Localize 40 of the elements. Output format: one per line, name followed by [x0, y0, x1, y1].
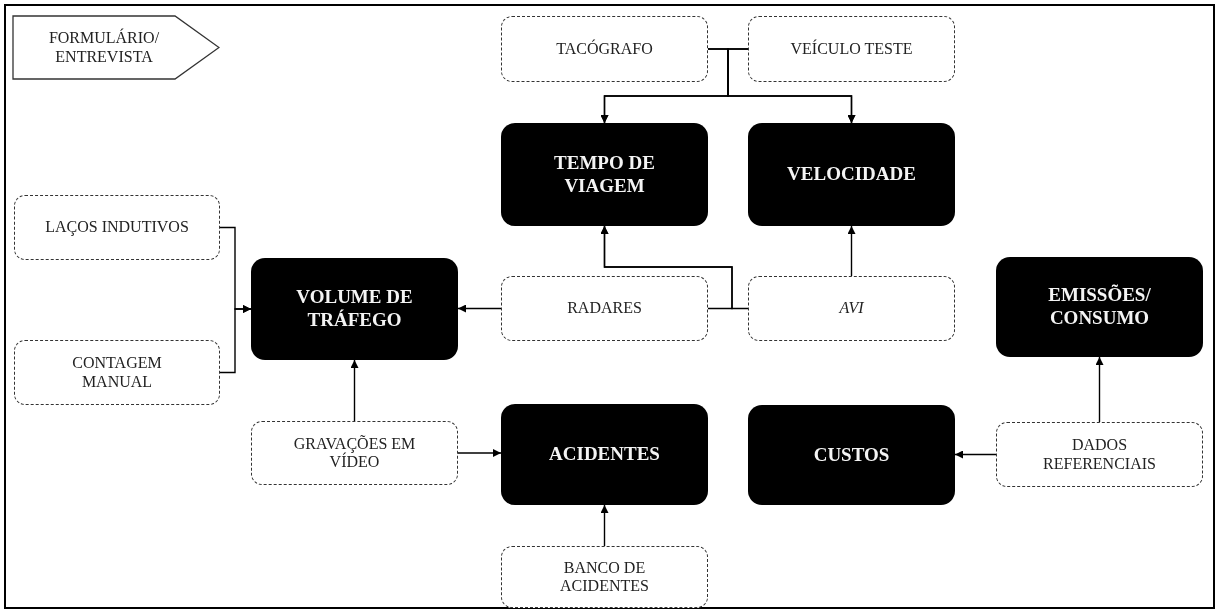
arrow [219, 305, 252, 374]
node-label: DADOS REFERENCIAIS [1042, 436, 1157, 473]
arrow [457, 449, 502, 457]
node-label: CONTAGEM MANUAL [71, 354, 163, 391]
node-label: AVI [839, 299, 864, 318]
arrow [457, 304, 502, 313]
node-label: TACÓGRAFO [556, 39, 653, 59]
node-label: LAÇOS INDUTIVOS [45, 218, 189, 237]
source-box [748, 16, 955, 82]
node-label: VEÍCULO TESTE [790, 39, 913, 59]
source-box [14, 195, 220, 260]
node-label: GRAVAÇÕES EM VÍDEO [292, 434, 417, 472]
measure-box [251, 258, 458, 360]
pentagon-tag [12, 15, 220, 80]
measure-box [748, 405, 955, 505]
measure-box [996, 257, 1203, 357]
arrow [350, 359, 359, 422]
source-box [251, 421, 458, 485]
node-label: FORMULÁRIO/ ENTREVISTA [47, 29, 161, 66]
node-label: VELOCIDADE [787, 163, 916, 186]
arrow [600, 504, 609, 547]
source-box [748, 276, 955, 341]
node-label: RADARES [567, 299, 642, 318]
source-box [501, 546, 708, 608]
node-label: EMISSÕES/ CONSUMO [1047, 284, 1152, 330]
node-label: ACIDENTES [549, 443, 660, 466]
source-box [14, 340, 220, 405]
measure-box [501, 123, 708, 226]
measure-box [501, 404, 708, 505]
arrow [1095, 356, 1104, 423]
arrow [954, 450, 997, 459]
source-box [996, 422, 1203, 487]
source-box [501, 276, 708, 341]
measure-box [748, 123, 955, 226]
node-label: VOLUME DE TRÁFEGO [295, 286, 414, 332]
node-label: CUSTOS [813, 443, 890, 467]
source-box [501, 16, 708, 82]
node-label: BANCO DE ACIDENTES [559, 558, 650, 596]
node-label: TEMPO DE VIAGEM [553, 151, 656, 198]
arrow [847, 225, 856, 277]
